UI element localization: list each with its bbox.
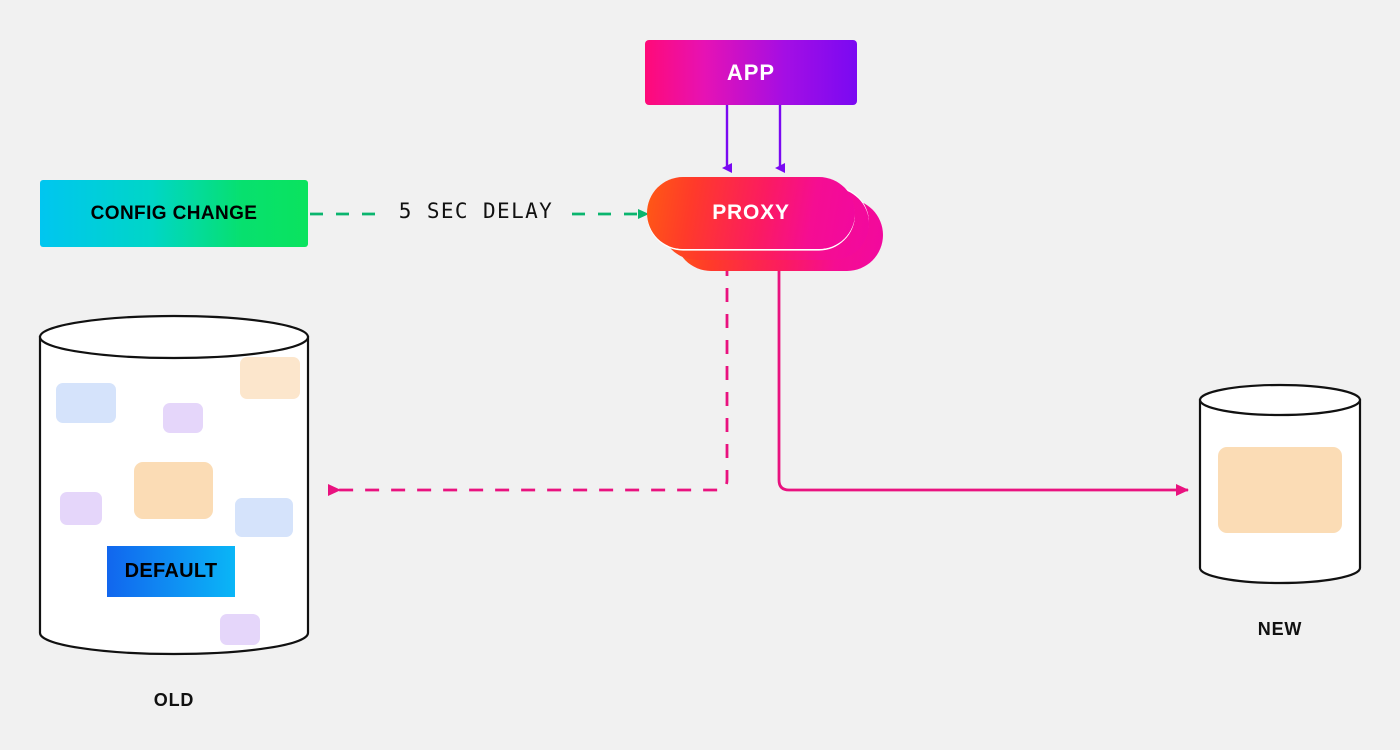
- old-database-caption: OLD: [153, 690, 195, 710]
- proxy-stack-layer-1: PROXY: [647, 177, 855, 249]
- tile-blue-1: [56, 383, 116, 423]
- proxy-node-label: PROXY: [712, 201, 790, 224]
- default-chip-label: DEFAULT: [124, 560, 218, 582]
- tile-peach-1: [240, 357, 300, 399]
- proxy-node[interactable]: PROXY: [647, 177, 887, 272]
- tile-purple-3: [220, 614, 260, 645]
- config-change-node[interactable]: CONFIG CHANGE: [40, 180, 308, 247]
- proxy-to-old-db-arrow: [328, 262, 729, 496]
- proxy-to-new-db-arrow: [777, 262, 1189, 496]
- tile-purple-2: [60, 492, 102, 525]
- delay-label: 5 SEC DELAY: [398, 199, 554, 223]
- tile-blue-2: [235, 498, 293, 537]
- old-database-lock-tile: [134, 462, 213, 519]
- default-chip[interactable]: DEFAULT: [107, 546, 235, 597]
- app-node-label: APP: [726, 59, 776, 85]
- new-database-caption: NEW: [1257, 619, 1303, 639]
- app-node[interactable]: APP: [645, 40, 857, 105]
- config-change-label: CONFIG CHANGE: [90, 202, 258, 224]
- tile-purple-1: [163, 403, 203, 433]
- new-database-lock-tile: [1218, 447, 1342, 533]
